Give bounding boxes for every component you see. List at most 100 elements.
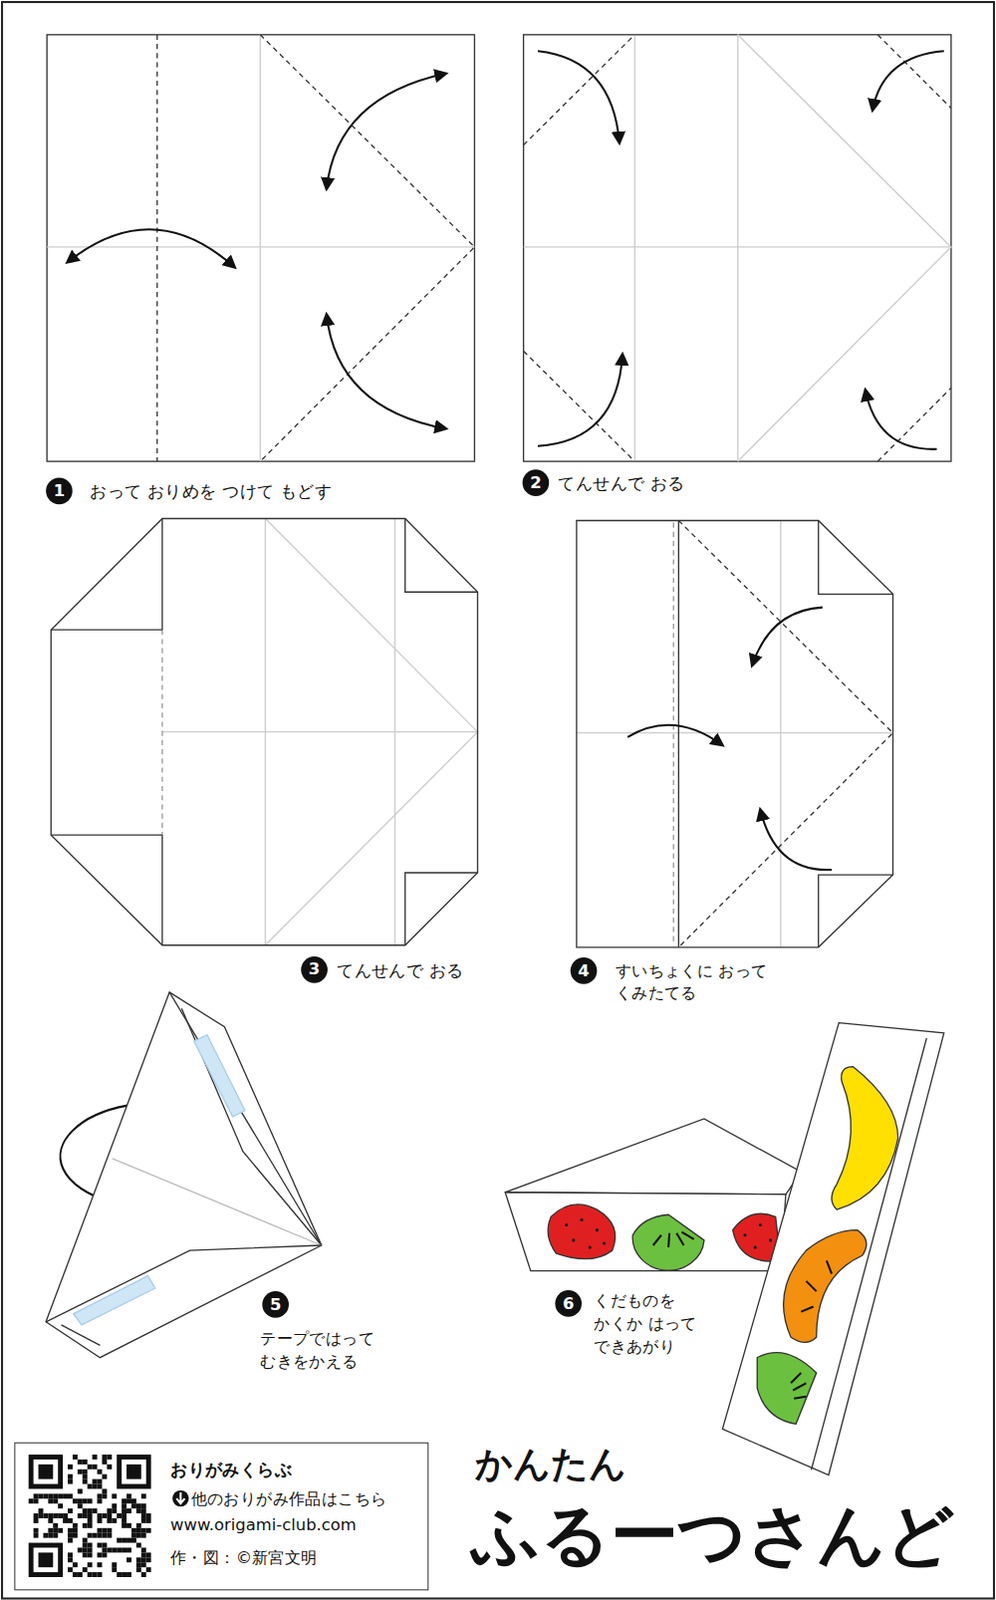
qr-module [57, 1527, 63, 1533]
qr-module [121, 1517, 127, 1523]
qr-module [106, 1532, 112, 1538]
qr-module [126, 1507, 132, 1513]
step-number: 6 [554, 1289, 582, 1317]
qr-module [52, 1527, 58, 1533]
qr-module [38, 1507, 44, 1513]
qr-module [67, 1479, 73, 1485]
qr-module [87, 1464, 93, 1470]
qr-module [101, 1542, 107, 1548]
qr-module [136, 1532, 142, 1538]
qr-module [121, 1546, 127, 1552]
qr-module [87, 1551, 93, 1557]
qr-module [33, 1459, 59, 1485]
qr-module [101, 1532, 107, 1538]
qr-module [62, 1517, 68, 1523]
qr-module [92, 1507, 98, 1513]
qr-module [77, 1488, 83, 1494]
qr-module [87, 1507, 93, 1513]
step-number: 3 [300, 956, 328, 984]
step-caption: てんせんで おる [336, 958, 464, 982]
qr-module [67, 1566, 73, 1572]
qr-module [33, 1512, 39, 1518]
qr-module [82, 1546, 88, 1552]
qr-module [141, 1571, 147, 1577]
step-number-text: 6 [554, 1289, 582, 1317]
qr-module [111, 1566, 117, 1572]
qr-module [141, 1556, 147, 1562]
qr-module [87, 1512, 93, 1518]
step-caption: くだものを かくか はって できあがり [593, 1289, 709, 1358]
qr-module [82, 1459, 88, 1465]
qr-module [38, 1551, 54, 1567]
qr-module [116, 1571, 122, 1577]
qr-module [42, 1512, 48, 1518]
qr-module [82, 1566, 88, 1572]
qr-module [42, 1493, 48, 1498]
qr-module [131, 1497, 137, 1503]
qr-module [106, 1512, 112, 1518]
qr-module [67, 1537, 73, 1543]
qr-module [97, 1517, 103, 1523]
qr-module [28, 1497, 34, 1503]
qr-module [101, 1512, 107, 1518]
qr-module [97, 1512, 103, 1518]
qr-module [42, 1532, 48, 1538]
qr-module [131, 1502, 137, 1508]
qr-module [57, 1502, 63, 1508]
qr-module [116, 1454, 151, 1489]
qr-module [141, 1507, 147, 1513]
step-caption: おって おりめを つけて もどす [89, 480, 332, 503]
qr-module [82, 1479, 88, 1485]
qr-module [57, 1512, 63, 1518]
qr-module [106, 1517, 112, 1523]
qr-module [97, 1532, 103, 1538]
qr-module [47, 1517, 53, 1523]
qr-module [97, 1542, 103, 1548]
qr-module [47, 1497, 53, 1503]
step-number: 2 [522, 469, 550, 497]
qr-module [82, 1512, 88, 1518]
qr-module [67, 1474, 73, 1480]
qr-module [136, 1566, 142, 1572]
qr-module [77, 1459, 83, 1465]
qr-module [57, 1493, 63, 1498]
qr-module [141, 1546, 147, 1552]
qr-module [97, 1527, 103, 1533]
qr-module [141, 1532, 147, 1538]
qr-module [101, 1488, 107, 1494]
qr-module [111, 1561, 117, 1567]
qr-module [136, 1556, 142, 1562]
qr-module [146, 1551, 152, 1557]
qr-module [146, 1566, 152, 1572]
qr-module [121, 1497, 127, 1503]
qr-module [121, 1507, 127, 1513]
step-caption: テープではって むきをかえる [259, 1327, 393, 1373]
qr-module [92, 1454, 98, 1460]
qr-module [33, 1493, 39, 1498]
step-number: 4 [570, 957, 598, 985]
qr-module [136, 1527, 142, 1533]
qr-module [77, 1469, 83, 1475]
qr-module [121, 1459, 147, 1485]
qr-module [92, 1464, 98, 1470]
qr-module [28, 1454, 63, 1489]
qr-module [101, 1493, 107, 1498]
qr-module [33, 1527, 39, 1533]
qr-module [121, 1512, 127, 1518]
qr-module [141, 1551, 147, 1557]
qr-module [77, 1502, 83, 1508]
qr-module [92, 1532, 98, 1538]
step-caption: すいちょくに おって くみたてる [615, 959, 791, 1004]
qr-module [33, 1532, 39, 1538]
qr-module [52, 1532, 58, 1538]
qr-module [33, 1497, 39, 1503]
qr-module [106, 1527, 112, 1533]
qr-module [47, 1532, 53, 1538]
qr-module [131, 1532, 137, 1538]
qr-module [97, 1551, 103, 1557]
qr-module [97, 1479, 103, 1485]
qr-module [62, 1493, 68, 1498]
qr-module [52, 1522, 58, 1528]
qr-module [116, 1537, 122, 1543]
qr-module [97, 1561, 103, 1567]
